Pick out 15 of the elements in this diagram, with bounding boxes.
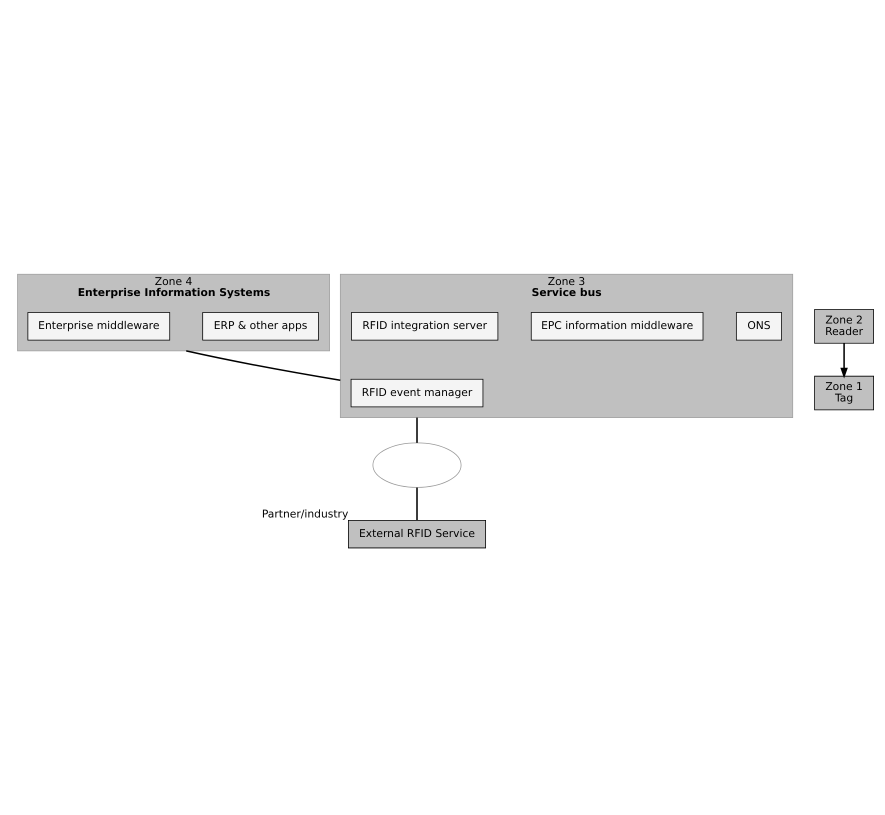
node-box: Zone 2 Reader: [814, 308, 874, 344]
node-label: Partner/industry: [262, 506, 348, 520]
connector: [186, 350, 340, 381]
connector: [416, 487, 418, 520]
node-box: ERP & other apps: [202, 312, 319, 340]
node-cloud: [372, 442, 462, 488]
node-box: External RFID Service: [348, 519, 486, 548]
node-box: EPC information middleware: [530, 312, 704, 340]
connector: [416, 417, 418, 442]
node-box: RFID event manager: [350, 378, 484, 407]
node-box: RFID integration server: [351, 312, 498, 340]
arrow: [840, 342, 848, 378]
node-box: ONS: [736, 312, 782, 340]
node-box: Zone 1 Tag: [814, 375, 874, 410]
node-box: Enterprise middleware: [28, 312, 170, 340]
